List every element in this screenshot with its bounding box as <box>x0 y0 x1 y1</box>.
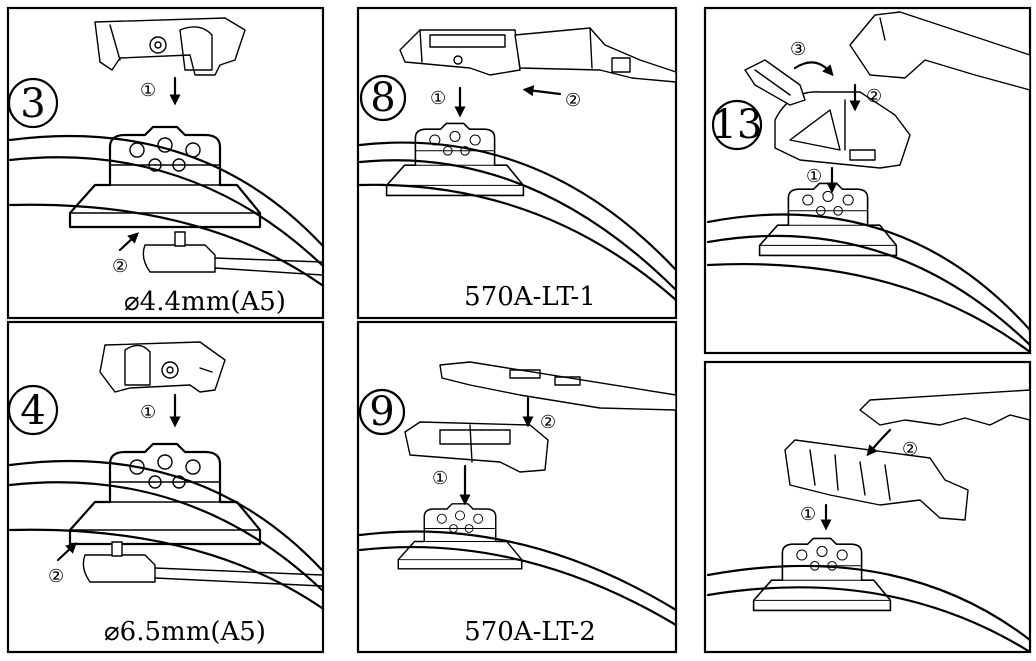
panel-step-3: ① ② 3 ⌀4.4mm(A5) <box>7 17 324 317</box>
step-circle <box>7 77 59 129</box>
panel-step-9: ② ① 9 570A-LT-2 <box>358 361 678 647</box>
panel-step-13: ③ ② ① 13 <box>706 11 1032 354</box>
slide-adapter <box>399 29 521 76</box>
wiper-arm <box>439 361 677 411</box>
adapter-base <box>397 503 523 570</box>
clip-adapter <box>404 421 549 473</box>
marker-1: ① <box>800 504 816 525</box>
middle-column-frame <box>356 6 678 654</box>
marker-2: ② <box>902 439 918 460</box>
left-column-frame <box>6 6 325 654</box>
marker-2: ② <box>112 256 128 277</box>
step-number: 9 <box>369 389 394 435</box>
marker-1: ① <box>432 468 448 489</box>
marker-2: ② <box>48 566 64 587</box>
panel-step-8: ① ② 8 570A-LT-1 <box>358 27 678 312</box>
marker-1: ① <box>140 402 156 423</box>
clip-adapter <box>94 17 246 76</box>
adapter-base <box>68 442 262 546</box>
step-number: 13 <box>712 102 763 148</box>
step-number: 4 <box>20 388 45 434</box>
adapter-base <box>752 537 892 612</box>
marker-2: ② <box>565 90 581 111</box>
adapter-base <box>758 182 898 257</box>
marker-2: ② <box>540 412 556 433</box>
panel-caption: ⌀4.4mm(A5) <box>124 287 286 317</box>
wiper-arm <box>514 27 677 83</box>
adapter-base <box>68 125 262 229</box>
step-number: 8 <box>370 75 395 121</box>
marker-1: ① <box>806 166 822 187</box>
clip-adapter <box>784 439 969 521</box>
panel-unnumbered: ② ① <box>706 389 1032 654</box>
marker-1: ① <box>430 88 446 109</box>
panel-caption: 570A-LT-1 <box>464 282 596 312</box>
step-circle <box>7 384 59 436</box>
step-circle <box>358 388 406 436</box>
panel-caption: 570A-LT-2 <box>464 617 596 647</box>
step-number: 3 <box>20 81 45 127</box>
marker-1: ① <box>140 80 156 101</box>
locking-tab <box>744 59 806 106</box>
wiper-arm <box>859 389 1031 426</box>
right-column-frame <box>703 6 1032 654</box>
panel-caption: ⌀6.5mm(A5) <box>104 617 266 647</box>
arm-pin <box>82 541 323 587</box>
clip-adapter <box>774 91 911 169</box>
panel-step-4: ① ② 4 ⌀6.5mm(A5) <box>7 341 324 647</box>
clip-adapter <box>99 341 226 393</box>
arm-pin <box>142 231 323 276</box>
marker-2: ② <box>866 86 882 107</box>
wiper-arm-curve <box>8 134 324 247</box>
wiper-arm <box>849 11 1031 91</box>
step-circle <box>359 74 407 122</box>
step-circle <box>711 99 763 151</box>
marker-3: ③ <box>790 39 806 60</box>
